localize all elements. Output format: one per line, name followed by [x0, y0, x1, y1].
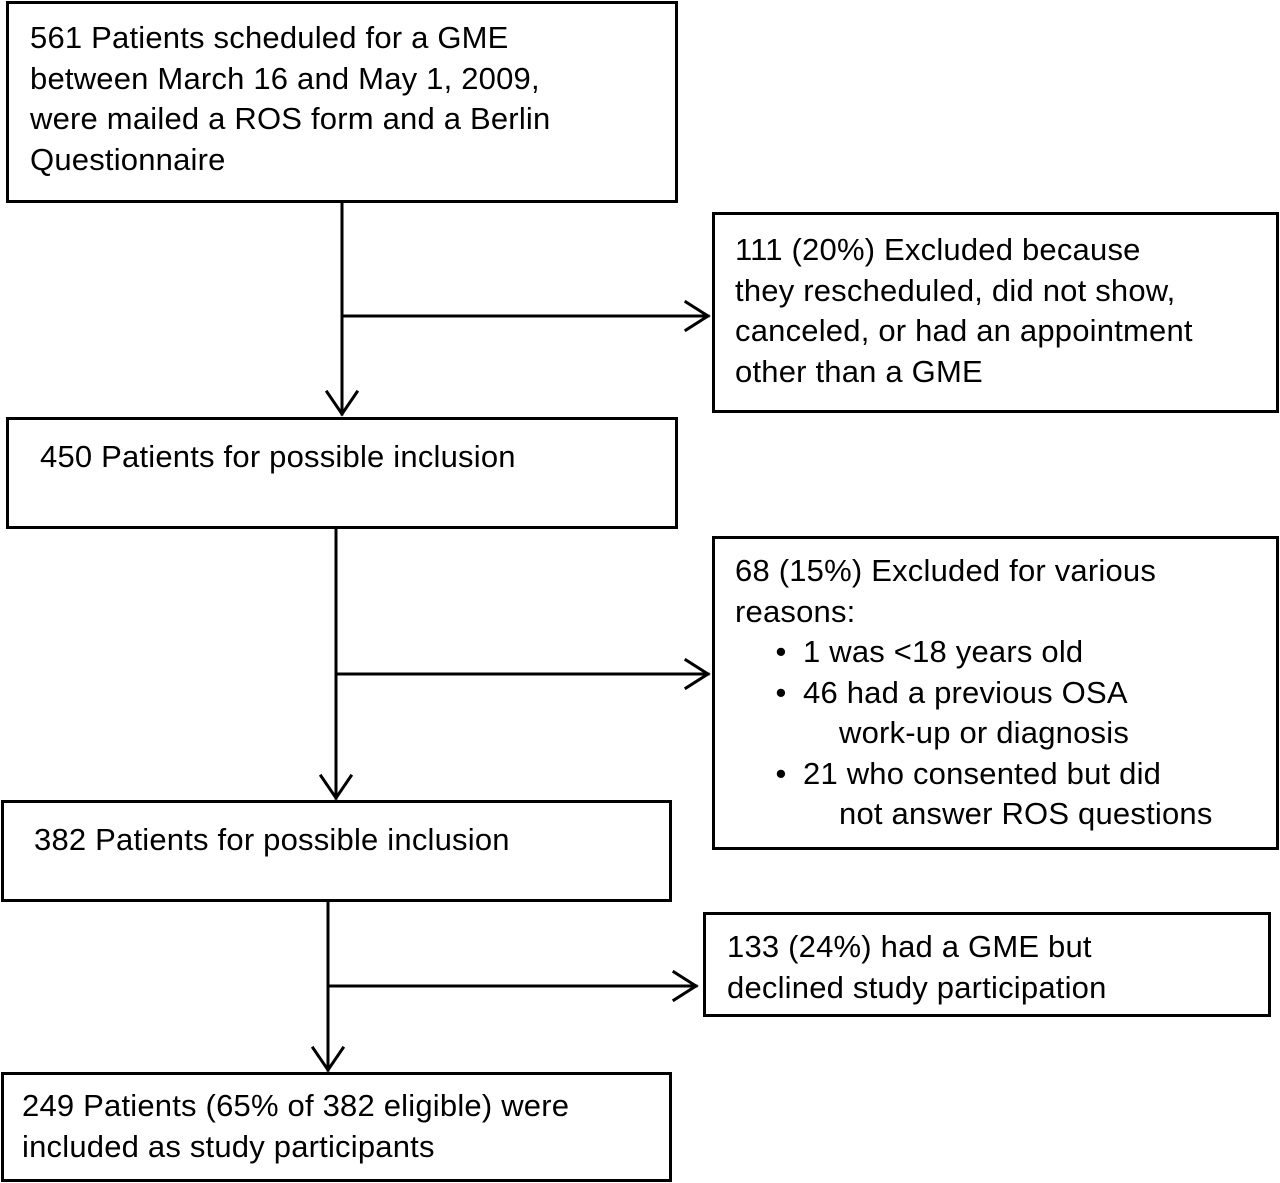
arrowhead-right-declined [671, 969, 699, 1003]
node-declined: 133 (24%) had a GME but declined study p… [703, 912, 1271, 1017]
bullet-icon: • [775, 674, 787, 710]
node-text-line: between March 16 and May 1, 2009, [30, 60, 540, 96]
node-text-line: included as study participants [22, 1128, 435, 1164]
arrowhead-down-382 [318, 773, 354, 801]
list-item-text: 21 who consented but did [803, 755, 1162, 791]
node-text-line: 561 Patients scheduled for a GME [30, 20, 509, 55]
node-possible-382: 382 Patients for possible inclusion [1, 800, 672, 902]
node-participants: 249 Patients (65% of 382 eligible) were … [1, 1072, 672, 1182]
node-text-line: 111 (20%) Excluded because [735, 232, 1141, 267]
bullet-icon: • [775, 634, 787, 669]
node-text-line: Questionnaire [30, 141, 226, 177]
node-possible-450: 450 Patients for possible inclusion [6, 417, 678, 529]
arrowhead-down-249 [310, 1045, 346, 1073]
node-text-line: they rescheduled, did not show, [735, 272, 1176, 308]
node-text-line: declined study participation [727, 969, 1107, 1005]
node-text-line: other than a GME [735, 353, 983, 389]
node-text-line: reasons: [735, 593, 856, 629]
node-mailed: 561 Patients scheduled for a GME between… [6, 1, 678, 203]
arrowhead-right-excluded-reschedule [683, 299, 711, 333]
node-text-line: 382 Patients for possible inclusion [34, 822, 510, 857]
node-text-line: 450 Patients for possible inclusion [40, 439, 516, 474]
node-text-line: 68 (15%) Excluded for various [735, 553, 1157, 588]
arrowhead-right-excluded-various [683, 657, 711, 691]
node-excluded-various: 68 (15%) Excluded for various reasons: •… [712, 536, 1279, 850]
node-text-line: canceled, or had an appointment [735, 313, 1193, 348]
list-item-text: 46 had a previous OSA [803, 674, 1128, 710]
node-excluded-reschedule: 111 (20%) Excluded because they reschedu… [712, 212, 1279, 413]
list-item: • 1 was <18 years old [771, 632, 1276, 673]
list-item: • 21 who consented but did not answer RO… [771, 754, 1276, 835]
node-text-line: 133 (24%) had a GME but [727, 929, 1092, 964]
list-item-text-continued: work-up or diagnosis [839, 715, 1130, 750]
list-item: • 46 had a previous OSA work-up or diagn… [771, 673, 1276, 754]
bullet-icon: • [775, 755, 787, 791]
list-item-text: 1 was <18 years old [803, 634, 1084, 669]
arrowhead-down-450 [324, 389, 360, 417]
node-text-line: were mailed a ROS form and a Berlin [30, 101, 551, 136]
list-item-text-continued: not answer ROS questions [839, 796, 1213, 831]
node-text-line: 249 Patients (65% of 382 eligible) were [22, 1088, 570, 1123]
exclusion-reasons-list: • 1 was <18 years old • 46 had a previou… [771, 632, 1276, 835]
